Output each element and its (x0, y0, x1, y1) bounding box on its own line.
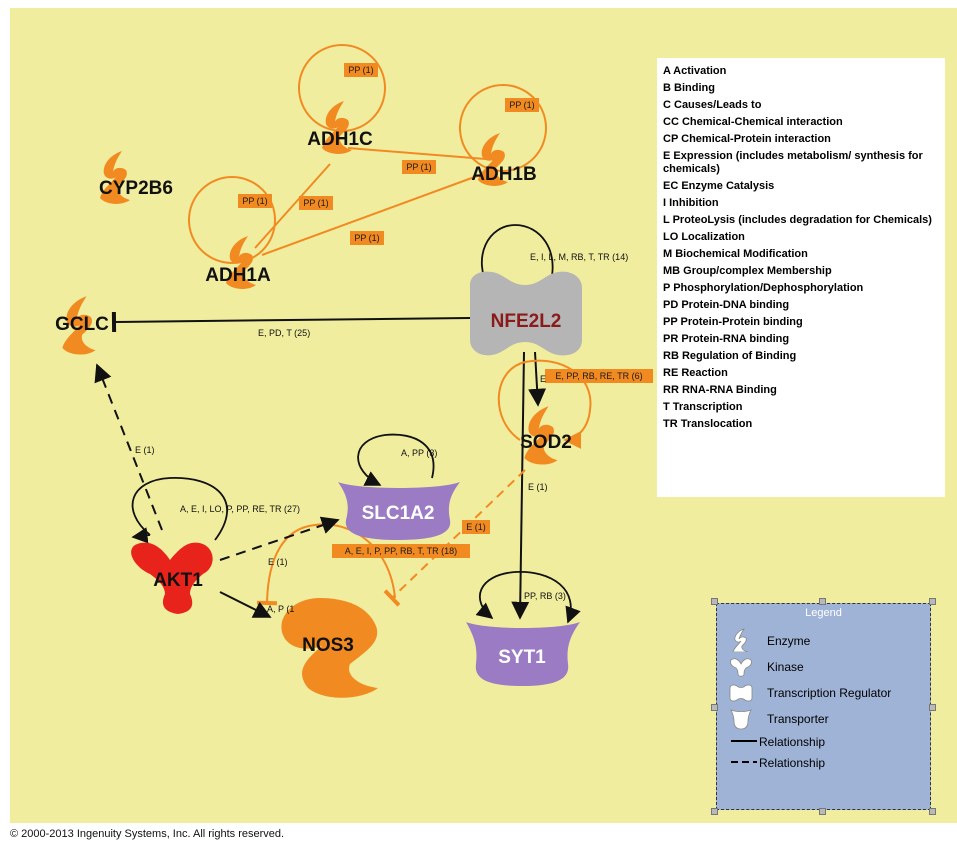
edge-sod2-self[interactable] (497, 359, 592, 449)
legend-resize-handle[interactable] (929, 808, 936, 815)
edge-label-adh1a-adh1c: PP (1) (303, 198, 328, 208)
edge-akt1-slc1a2[interactable] (219, 516, 340, 561)
nos3-enzyme-icon[interactable] (281, 598, 378, 698)
node-label-cyp2b6[interactable]: CYP2B6 (99, 178, 173, 199)
abbr-item: T Transcription (663, 401, 743, 413)
legend-resize-handle[interactable] (929, 598, 936, 605)
legend-transcription-regulator-label: Transcription Regulator (767, 686, 892, 700)
edge-label-akt1-gclc: E (1) (135, 445, 155, 455)
abbr-item: C Causes/Leads to (663, 99, 762, 111)
abbr-item: E Expression (includes metabolism/ synth… (663, 150, 923, 175)
edge-label-adh1c-self: PP (1) (348, 65, 373, 75)
abbr-item: PD Protein-DNA binding (663, 299, 790, 311)
edge-slc1a2-self[interactable] (357, 433, 435, 486)
enzyme-legend-icon (732, 628, 749, 652)
abbr-item: CC Chemical-Chemical interaction (663, 116, 843, 128)
edge-syt1-self[interactable] (475, 571, 581, 624)
edge-nfe2l2-syt1[interactable] (511, 351, 530, 620)
edge-adh1b-self[interactable] (459, 84, 547, 172)
abbr-item: CP Chemical-Protein interaction (663, 133, 831, 145)
nfe2l2-transcription-regulator-icon[interactable] (470, 271, 582, 356)
abbr-item: RB Regulation of Binding (663, 350, 797, 362)
node-label-nfe2l2[interactable]: NFE2L2 (491, 311, 562, 332)
legend-dashed-relationship-label: Relationship (759, 756, 826, 770)
legend-resize-handle[interactable] (929, 704, 936, 711)
edge-label-akt1-self: A, E, I, LO, P, PP, RE, TR (27) (180, 504, 300, 514)
syt1-transporter-icon[interactable] (466, 622, 580, 686)
node-label-nos3[interactable]: NOS3 (302, 635, 354, 656)
edge-sod2-nos3[interactable] (383, 469, 526, 607)
abbr-item: L ProteoLysis (includes degradation for … (663, 214, 932, 226)
legend-resize-handle[interactable] (711, 704, 718, 711)
edge-akt1-nos3[interactable] (219, 591, 272, 618)
legend-resize-handle[interactable] (711, 808, 718, 815)
abbr-item: EC Enzyme Catalysis (663, 180, 775, 192)
edge-slc1a2-nos3[interactable] (256, 523, 396, 606)
legend-resize-handle[interactable] (819, 598, 826, 605)
edge-label-adh1c-adh1b: PP (1) (406, 162, 431, 172)
edge-label-akt1-nos3: A, P (1 (267, 604, 294, 614)
edge-label-slc1a2-nos3: A, E, I, P, PP, RB, T, TR (18) (345, 546, 457, 556)
node-label-adh1c[interactable]: ADH1C (307, 129, 373, 150)
legend-resize-handle[interactable] (819, 808, 826, 815)
abbr-item: B Binding (663, 82, 715, 94)
edge-label-nfe2l2-syt1: E (1) (528, 482, 548, 492)
legend-solid-relationship-label: Relationship (759, 735, 826, 749)
abbr-item: RR RNA-RNA Binding (663, 384, 777, 396)
slc1a2-transporter-icon[interactable] (338, 482, 460, 540)
edge-label-akt1-slc1a2: E (1) (268, 557, 288, 567)
abbr-item: MB Group/complex Membership (663, 265, 832, 277)
edge-label-sod2-nos3: E (1) (466, 522, 486, 532)
copyright-text: © 2000-2013 Ingenuity Systems, Inc. All … (10, 828, 285, 840)
abbr-item: M Biochemical Modification (663, 248, 808, 260)
edge-nfe2l2-gclc[interactable] (111, 311, 471, 333)
node-label-akt1[interactable]: AKT1 (153, 570, 203, 591)
edge-adh1a-adh1b[interactable] (261, 171, 489, 256)
edge-akt1-gclc[interactable] (94, 363, 163, 531)
node-label-adh1b[interactable]: ADH1B (471, 164, 536, 185)
node-label-slc1a2[interactable]: SLC1A2 (362, 503, 435, 524)
node-label-gclc[interactable]: GCLC (55, 314, 109, 335)
legend-panel[interactable]: Legend Enzyme Kinase Transcription Regul… (716, 603, 931, 810)
abbr-item: LO Localization (663, 231, 745, 243)
solid-line-legend-icon (731, 740, 757, 742)
kinase-legend-icon (730, 658, 752, 677)
edge-label-slc1a2-self: A, PP (3) (401, 448, 437, 458)
edge-akt1-self[interactable] (131, 477, 228, 541)
legend-title: Legend (805, 607, 842, 619)
abbreviation-key: A Activation B Binding C Causes/Leads to… (657, 58, 945, 497)
abbr-item: TR Translocation (663, 418, 753, 430)
edge-label-adh1a-adh1b: PP (1) (354, 233, 379, 243)
edge-adh1a-self[interactable] (188, 176, 276, 264)
edge-adh1a-adh1c[interactable] (254, 163, 331, 249)
edge-label-adh1a-self: PP (1) (242, 196, 267, 206)
abbr-item: I Inhibition (663, 197, 719, 209)
dashed-line-legend-icon (731, 761, 757, 763)
abbr-item: PR Protein-RNA binding (663, 333, 790, 345)
edge-label-syt1-self: PP, RB (3) (524, 591, 566, 601)
edge-label-nfe2l2-self: E, I, L, M, RB, T, TR (14) (530, 252, 628, 262)
abbr-item: P Phosphorylation/Dephosphorylation (663, 282, 864, 294)
legend-transporter-label: Transporter (767, 712, 829, 726)
abbr-item: PP Protein-Protein binding (663, 316, 803, 328)
legend-enzyme-label: Enzyme (767, 634, 811, 648)
legend-resize-handle[interactable] (711, 598, 718, 605)
transporter-legend-icon (730, 709, 752, 730)
edge-label-nfe2l2-sod2: E (540, 374, 546, 384)
node-label-adh1a[interactable]: ADH1A (205, 265, 271, 286)
edge-nfe2l2-self[interactable] (480, 224, 554, 298)
edge-label-sod2-self: E, PP, RB, RE, TR (6) (555, 371, 642, 381)
legend-kinase-label: Kinase (767, 660, 804, 674)
abbr-item: A Activation (663, 65, 727, 77)
node-label-syt1[interactable]: SYT1 (498, 647, 546, 668)
edge-label-nfe2l2-gclc: E, PD, T (25) (258, 328, 310, 338)
node-label-sod2[interactable]: SOD2 (520, 432, 572, 453)
akt1-kinase-icon[interactable] (131, 542, 213, 614)
abbr-item: RE Reaction (663, 367, 728, 379)
transcription-regulator-legend-icon (729, 684, 753, 702)
edge-label-adh1b-self: PP (1) (509, 100, 534, 110)
